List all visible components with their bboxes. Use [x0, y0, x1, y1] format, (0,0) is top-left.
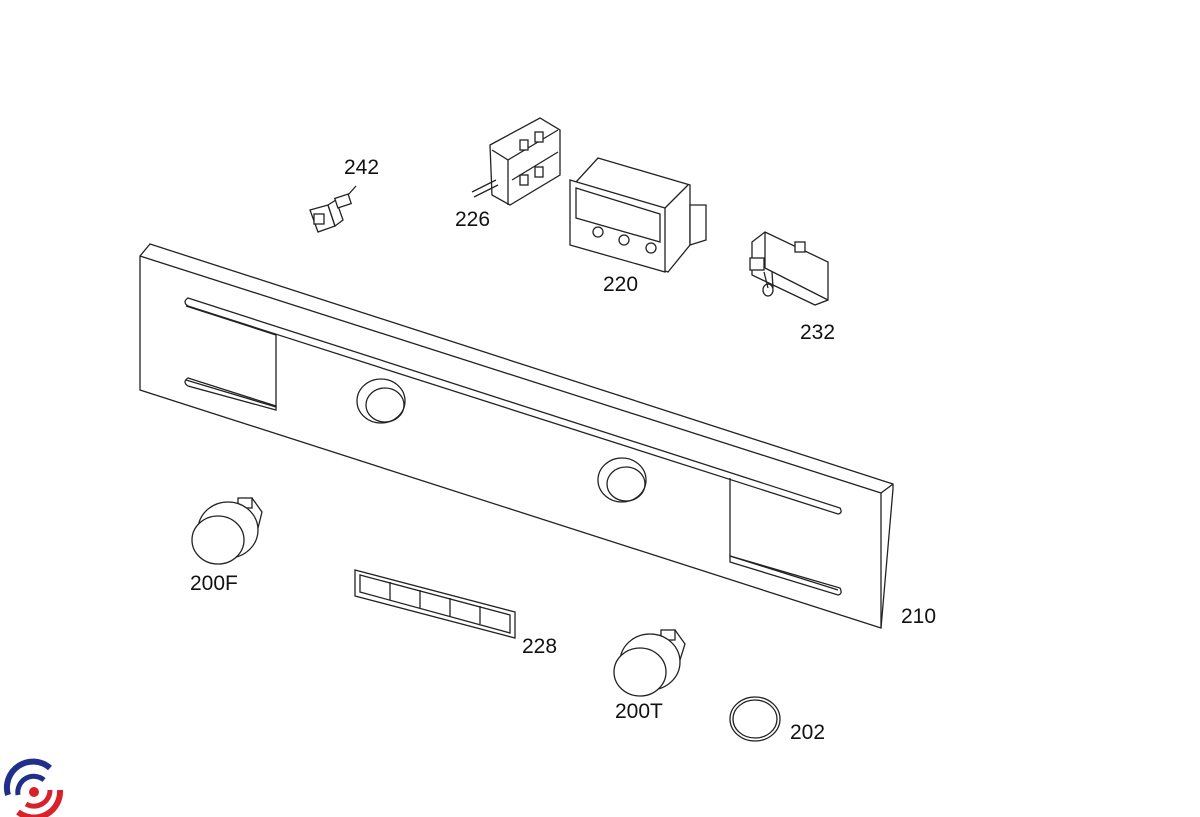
panel-hole	[597, 457, 647, 503]
panel-hole	[356, 378, 406, 424]
knob-part-200T	[613, 629, 686, 697]
control-panel-210	[139, 243, 894, 629]
part-label-242: 242	[344, 156, 379, 179]
display-module-part-220	[569, 157, 707, 273]
part-label-220: 220	[603, 273, 638, 296]
part-label-202: 202	[790, 721, 825, 744]
ring-part-202	[729, 696, 781, 742]
part-label-200F: 200F	[190, 572, 238, 595]
part-label-226: 226	[455, 208, 490, 231]
brand-logo-icon	[3, 758, 64, 817]
selector-switch-part-226	[471, 117, 561, 206]
part-label-210: 210	[901, 605, 936, 628]
knob-part-200F	[191, 497, 263, 565]
part-label-232: 232	[800, 321, 835, 344]
switch-part-242	[309, 185, 357, 233]
part-label-228: 228	[522, 635, 557, 658]
indicator-strip-part-228	[354, 569, 516, 639]
part-label-200T: 200T	[615, 700, 663, 723]
thermostat-part-232	[749, 231, 829, 306]
